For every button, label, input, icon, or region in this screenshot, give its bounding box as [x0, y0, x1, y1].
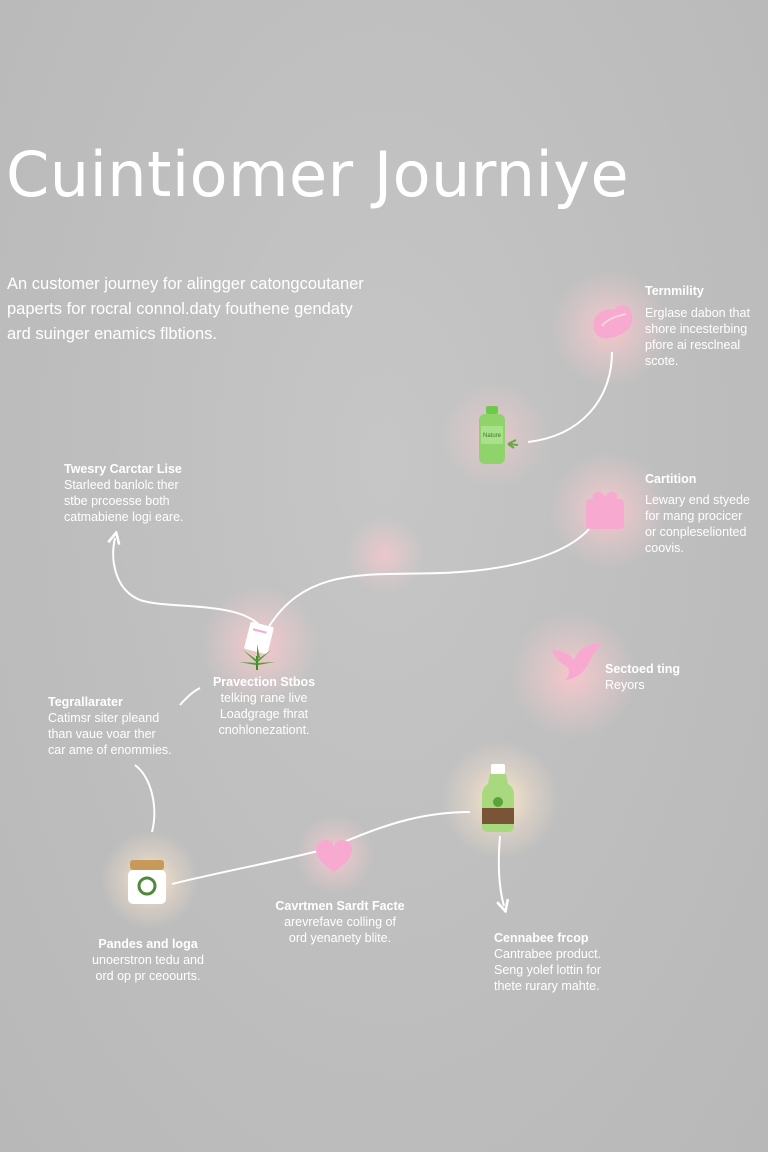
stage-pandes: Pandes and loga unoerstron tedu and ord …: [78, 936, 218, 984]
gift-box-icon: [583, 487, 627, 531]
stage-line: catmabiene logi eare.: [64, 509, 184, 525]
pravection-pack-icon: [234, 622, 280, 672]
bottle-label-text: Nature: [483, 433, 502, 439]
stage-line: scote.: [645, 353, 750, 369]
stage-heading: Sectoed ting: [605, 661, 680, 677]
stage-line: pfore ai resclneal: [645, 337, 750, 353]
connector-pravection-to-tegrallarater: [180, 688, 200, 705]
stage-twesry: Twesry Carctar Lise Starleed banlolc the…: [64, 461, 184, 525]
connector-bottle-to-cennabee: [499, 836, 504, 906]
cannabis-leaf-icon: [239, 644, 275, 670]
heart-blob-icon: [588, 300, 636, 344]
stage-heading: Pravection Stbos: [204, 674, 324, 690]
stage-line: car ame of enommies.: [48, 742, 172, 758]
stage-line: coovis.: [645, 540, 750, 556]
stage-line: unoerstron tedu and: [78, 952, 218, 968]
green-bottle-icon: Nature: [472, 404, 520, 468]
stage-line: Seng yolef lottin for: [494, 962, 601, 978]
connector-pravection-to-cartition: [268, 528, 590, 628]
stage-line: than vaue voar ther: [48, 726, 172, 742]
stage-cartition-text: Lewary end styede for mang procicer or c…: [645, 492, 750, 556]
stage-line: ord yenanety blite.: [262, 930, 418, 946]
stage-line: cnohlonezationt.: [204, 722, 324, 738]
stage-line: Loadgrage fhrat: [204, 706, 324, 722]
stage-line: telking rane live: [204, 690, 324, 706]
jar-icon: [126, 858, 168, 906]
stage-heading: Ternmility: [645, 283, 704, 299]
heart-icon: [314, 838, 354, 874]
connector-tegrallarater-to-pandes: [135, 765, 154, 832]
stage-ternmility-text: Erglase dabon that shore incesterbing pf…: [645, 305, 750, 369]
stage-line: Cantrabee product.: [494, 946, 601, 962]
connector-pravection-to-twesry: [113, 538, 262, 628]
stage-heading: Cennabee frcop: [494, 930, 601, 946]
stage-line: for mang procicer: [645, 508, 750, 524]
stage-line: thete rurary mahte.: [494, 978, 601, 994]
stage-heading: Tegrallarater: [48, 694, 172, 710]
stage-heading: Twesry Carctar Lise: [64, 461, 184, 477]
stage-cartition: Cartition: [645, 471, 696, 487]
stage-line: arevrefave colling of: [262, 914, 418, 930]
bottle-icon: [478, 762, 518, 834]
stage-tegrallarater: Tegrallarater Catimsr siter pleand than …: [48, 694, 172, 758]
stage-pravection: Pravection Stbos telking rane live Loadg…: [204, 674, 324, 738]
stage-sectoed: Sectoed ting Reyors: [605, 661, 680, 693]
stage-line: shore incesterbing: [645, 321, 750, 337]
stage-line: Reyors: [605, 677, 680, 693]
stage-heading: Cavrtmen Sardt Facte: [262, 898, 418, 914]
stage-cennabee: Cennabee frcop Cantrabee product. Seng y…: [494, 930, 601, 994]
stage-line: Starleed banlolc ther: [64, 477, 184, 493]
stage-heading: Pandes and loga: [78, 936, 218, 952]
stage-cavrtmen: Cavrtmen Sardt Facte arevrefave colling …: [262, 898, 418, 946]
stage-line: stbe prcoesse both: [64, 493, 184, 509]
stage-ternmility: Ternmility: [645, 283, 704, 299]
stage-line: Erglase dabon that: [645, 305, 750, 321]
stage-line: ord op pr ceoourts.: [78, 968, 218, 984]
connector-bottle-to-ternmility: [528, 352, 612, 442]
stage-line: or conpleselionted: [645, 524, 750, 540]
stage-line: Lewary end styede: [645, 492, 750, 508]
bird-icon: [548, 640, 604, 688]
stage-line: Catimsr siter pleand: [48, 710, 172, 726]
stage-heading: Cartition: [645, 471, 696, 487]
